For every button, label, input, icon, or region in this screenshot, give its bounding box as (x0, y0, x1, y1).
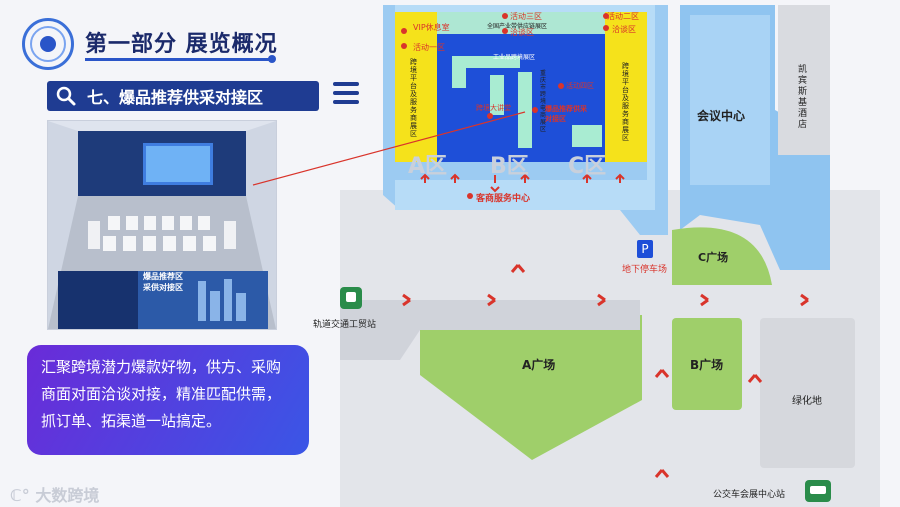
zone-huodong2: 活动二区 (607, 12, 639, 21)
plaza-c-label: C广场 (698, 251, 729, 264)
zone-right-yellow (605, 12, 647, 162)
logo-inner-ring (30, 26, 66, 62)
plaza-b (672, 318, 742, 410)
booth-sign-line1: 爆品推荐区 (143, 272, 183, 281)
zone-chongqing: 重庆市跨境电商展区 (540, 70, 547, 133)
plaza-a-label: A广场 (522, 358, 556, 372)
zone-gongye: 工业品跨境展区 (493, 54, 536, 61)
conference-center-label: 会议中心 (697, 109, 746, 123)
green-label: 绿化地 (792, 396, 822, 407)
svg-text:P: P (641, 242, 648, 256)
green-area (760, 318, 855, 468)
page-title: 第一部分 展览概况 (85, 32, 278, 57)
zone-huodong4: 活动四区 (566, 82, 594, 90)
zone-huodong1: 活动一区 (413, 43, 445, 52)
zone-right-vertical: 跨境平台及服务商展区 (622, 62, 629, 142)
service-center: 客商服务中心 (476, 194, 531, 204)
description-card: 汇聚跨境潜力爆款好物，供方、采购商面对面洽谈对接，精准匹配供需，抓订单、拓渠道一… (27, 345, 309, 455)
title-underline-dot (268, 55, 276, 63)
area-a: A区 (408, 154, 448, 179)
menu-icon[interactable] (333, 82, 359, 108)
zone-left-vertical: 跨境平台及服务商展区 (410, 58, 417, 138)
logo-icon (40, 36, 56, 52)
search-icon (56, 86, 76, 106)
zone-baopin: 爆品推荐供采对接区 (545, 105, 587, 123)
watermark-logo-icon: ℂ° (10, 486, 30, 505)
section-header: 七、爆品推荐供采对接区 (47, 81, 319, 111)
watermark: ℂ° 大数跨境 (10, 482, 99, 506)
area-b: B区 (490, 154, 529, 179)
zone-vip: VIP休息室 (413, 23, 450, 32)
bus-label: 公交车会展中心站 (713, 490, 786, 500)
plaza-b-label: B广场 (690, 358, 724, 372)
booth-sign-line2: 采供对接区 (143, 283, 183, 292)
hotel-label: 凯宾斯基酒店 (798, 65, 808, 130)
zone-quanguo-label: 全国产业带供应链展区 (487, 23, 548, 30)
plaza-c (672, 227, 772, 285)
title-underline (85, 58, 275, 61)
booth-illustration: 爆品推荐区 采供对接区 (47, 120, 277, 330)
logo-ring (22, 18, 74, 70)
zone-quanguo (437, 12, 605, 34)
zone-dajiangtang: 跨境大讲堂 (476, 104, 511, 112)
plaza-a (420, 315, 642, 460)
zone-huodong3: 活动三区 (510, 12, 542, 21)
parking-icon (637, 240, 653, 258)
zone-qiatan-right: 洽谈区 (612, 25, 636, 34)
watermark-text: 大数跨境 (35, 486, 100, 505)
section-title: 七、爆品推荐供采对接区 (87, 88, 264, 107)
area-c: C区 (568, 154, 607, 179)
parking-label: 地下停车场 (622, 265, 668, 275)
hotel (778, 5, 830, 155)
zone-qiatan-top: 洽谈区 (510, 28, 534, 37)
metro-label: 轨道交通工贸站 (313, 320, 377, 330)
